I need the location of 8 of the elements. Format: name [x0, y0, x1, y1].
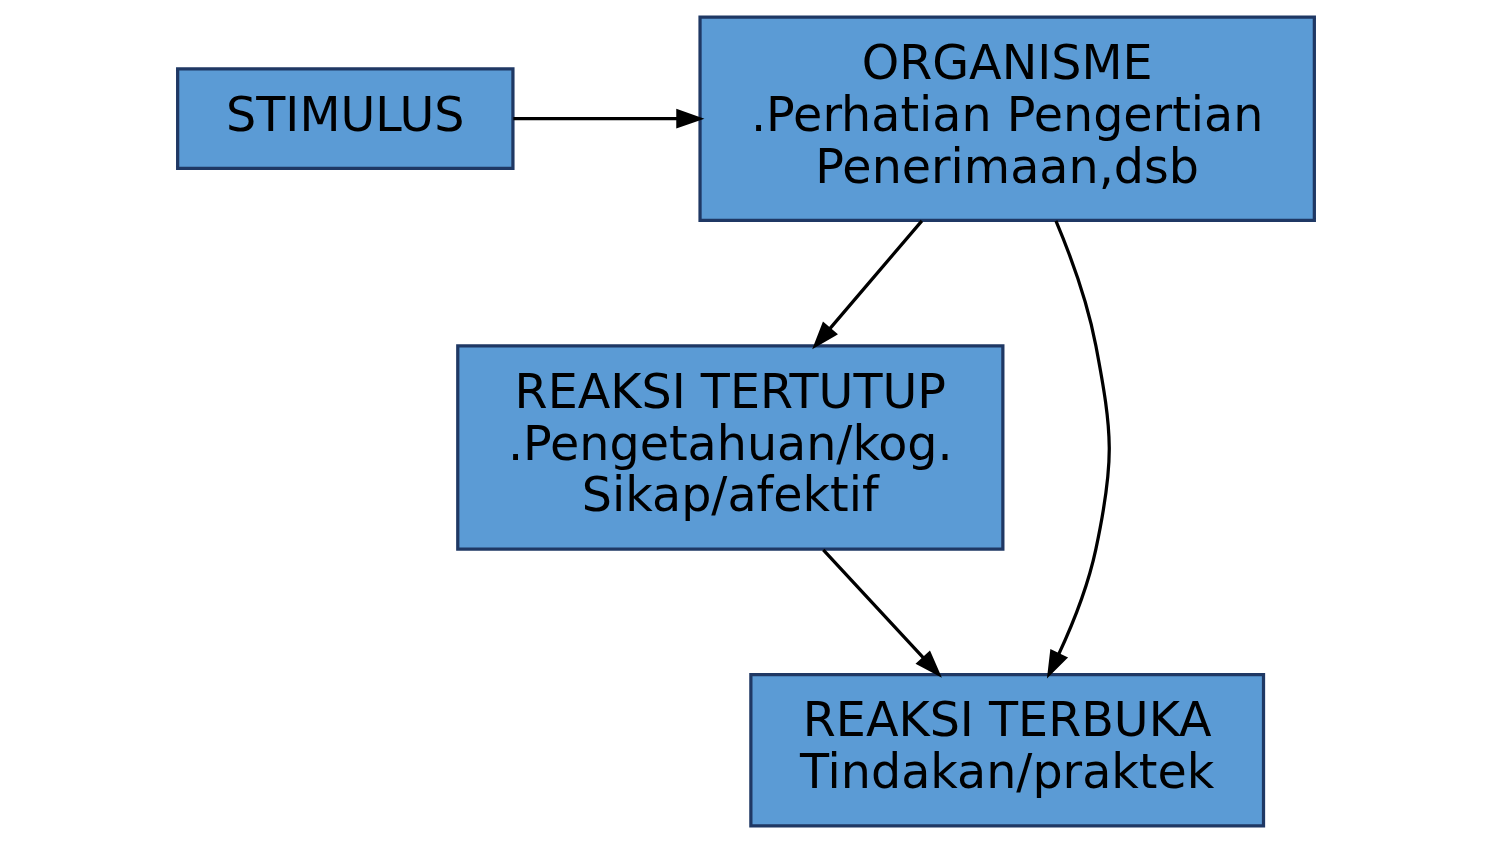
node-box: REAKSI TERBUKA Tindakan/praktek [748, 672, 1265, 828]
node-box: REAKSI TERTUTUP .Pengetahuan/kog. Sikap/afektif [455, 344, 1004, 551]
arrow [1046, 220, 1111, 679]
arrow [512, 108, 704, 129]
arrow [821, 548, 942, 678]
node-box: ORGANISME .Perhatian Pengertian Penerimaan,dsb [697, 15, 1316, 222]
node-box: STIMULUS [175, 67, 515, 171]
arrow [811, 219, 923, 350]
